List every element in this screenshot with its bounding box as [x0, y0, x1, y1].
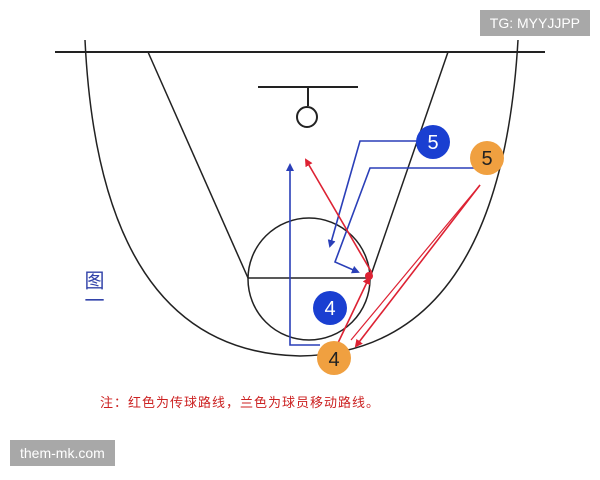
pass-route-4 [350, 184, 481, 341]
player-orange-5-number: 5 [481, 148, 492, 170]
ball-marker [365, 272, 373, 280]
free-throw-circle [247, 217, 371, 341]
player-orange-4-number: 4 [328, 349, 339, 371]
player-blue-4: 4 [313, 291, 347, 325]
watermark-tg: TG: MYYJJPP [479, 10, 590, 36]
player-blue-4-number: 4 [324, 298, 335, 320]
player-blue-5: 5 [416, 125, 450, 159]
three-point-arc [84, 39, 519, 357]
player-orange-5: 5 [470, 141, 504, 175]
player-orange-4: 4 [317, 341, 351, 375]
figure-label: 图一 [81, 270, 105, 310]
figure-note: 注：红色为传球路线，兰色为球员移动路线。 [100, 396, 381, 411]
pass-route-2 [304, 158, 373, 274]
watermark-site: them-mk.com [10, 440, 115, 466]
hoop [296, 106, 318, 128]
move-route-orange-5 [333, 167, 478, 274]
pass-route-3 [354, 184, 481, 348]
player-blue-5-number: 5 [427, 132, 438, 154]
pass-route-1 [336, 276, 371, 346]
move-route-blue-5 [327, 140, 418, 248]
move-route-blue-4 [286, 163, 320, 346]
lane-line-right [369, 51, 449, 279]
lane-line-left [147, 51, 249, 279]
